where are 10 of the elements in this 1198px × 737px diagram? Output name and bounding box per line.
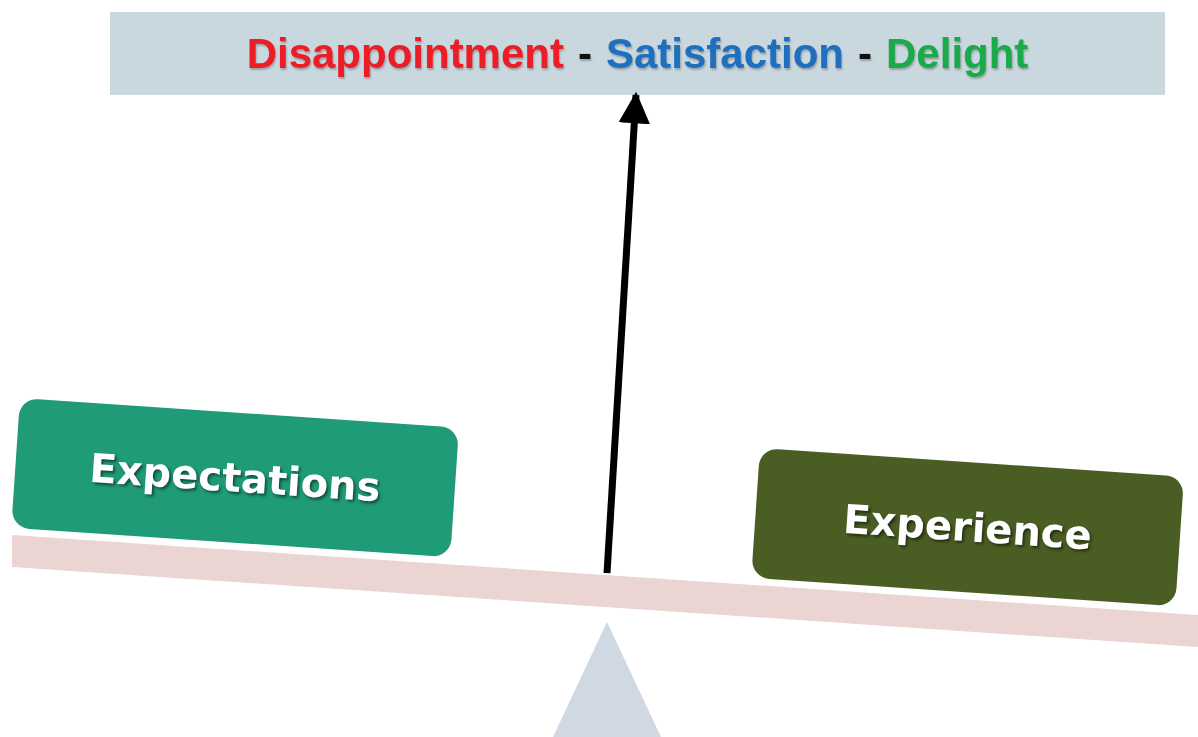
heading-text: Satisfaction bbox=[605, 29, 845, 78]
heading-text: - bbox=[858, 29, 873, 78]
card-label: Expectations bbox=[88, 444, 382, 511]
heading-text: - bbox=[577, 29, 592, 78]
heading-banner bbox=[110, 12, 1165, 95]
pivot-triangle bbox=[553, 622, 661, 737]
card-label: Experience bbox=[842, 495, 1094, 559]
heading-text: Delight bbox=[886, 29, 1029, 78]
arrow bbox=[603, 91, 650, 574]
heading-text: Disappointment bbox=[246, 29, 564, 78]
